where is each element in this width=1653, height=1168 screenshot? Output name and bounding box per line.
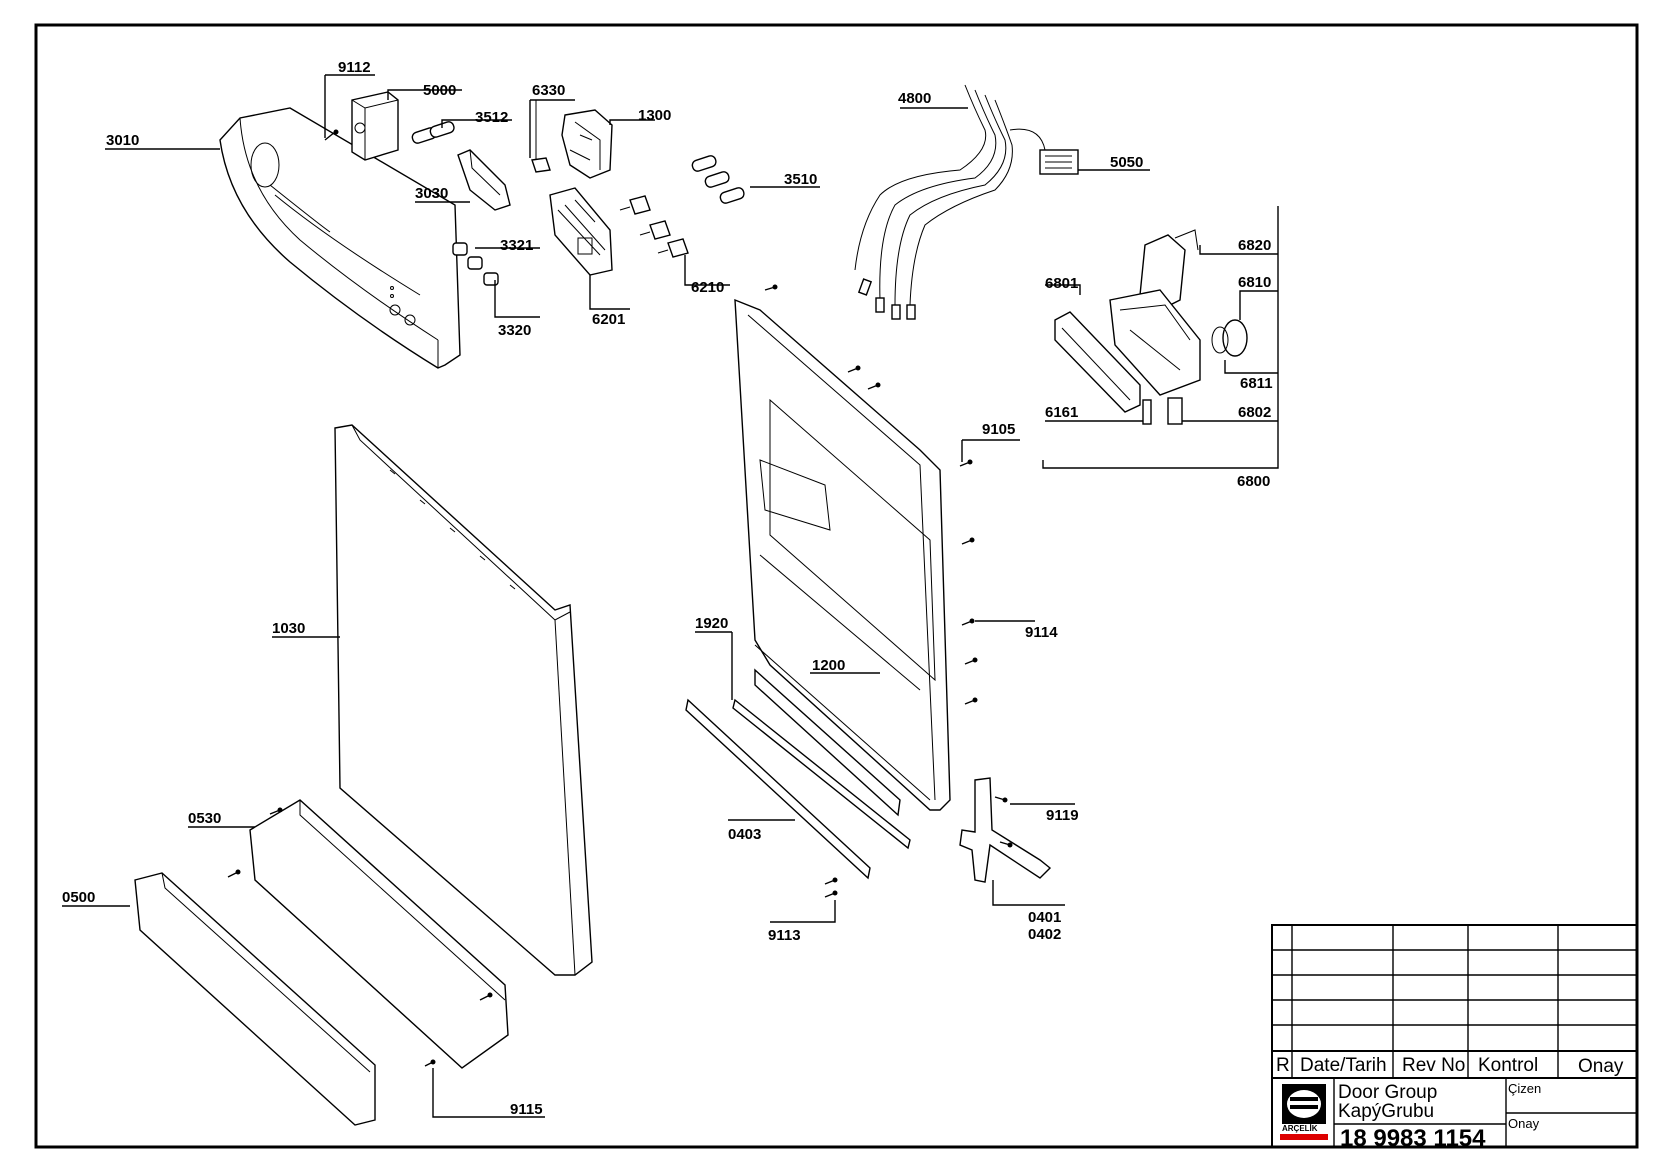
arcelik-logo: ARÇELİK [1280, 1084, 1328, 1140]
hinge-0401 [959, 777, 1052, 883]
screw-9112 [324, 129, 339, 141]
callout-9114: 9114 [1025, 624, 1058, 641]
tb-cizen: Çizen [1508, 1081, 1541, 1096]
tb-doc-no: 18 9983 1154 [1340, 1125, 1486, 1152]
knob-3321 [452, 242, 483, 270]
callout-1300: 1300 [638, 107, 671, 124]
dispenser-group-6800 [1054, 229, 1248, 425]
title-block: R Date/Tarih Rev No Kontrol Onay ARÇELİK… [1271, 924, 1638, 1152]
callout-9115: 9115 [510, 1101, 543, 1118]
callout-1030: 1030 [272, 620, 305, 637]
callout-0401: 0401 [1028, 909, 1061, 926]
rollers-3510 [691, 155, 745, 204]
callout-1200: 1200 [812, 657, 845, 674]
tb-kontrol: Kontrol [1478, 1055, 1538, 1076]
callout-0500: 0500 [62, 889, 95, 906]
callout-6201: 6201 [592, 311, 625, 328]
callout-5000: 5000 [423, 82, 456, 99]
connector-5050 [1039, 149, 1079, 175]
clip-6330 [531, 100, 551, 173]
callout-3030: 3030 [415, 185, 448, 202]
callout-0403: 0403 [728, 826, 761, 843]
rollers-3512 [411, 121, 455, 144]
tb-title-en: Door Group [1338, 1082, 1437, 1103]
callout-9119: 9119 [1046, 807, 1079, 824]
tb-date: Date/Tarih [1300, 1055, 1387, 1076]
callout-3321: 3321 [500, 237, 533, 254]
callout-9112: 9112 [338, 59, 371, 76]
switches-6210 [619, 195, 689, 258]
housing-1300 [561, 109, 613, 179]
plinth-0500 [134, 872, 376, 1126]
tb-onay: Onay [1578, 1056, 1624, 1077]
cable-harness-4800 [854, 84, 1046, 320]
callout-3512: 3512 [475, 109, 508, 126]
callout-9105: 9105 [982, 421, 1015, 438]
callout-3510: 3510 [784, 171, 817, 188]
callout-1920: 1920 [695, 615, 728, 632]
leader-lines [62, 74, 1279, 1118]
callout-6811: 6811 [1240, 375, 1273, 392]
callout-6820: 6820 [1238, 237, 1271, 254]
control-panel-3010 [219, 107, 461, 369]
callout-6161: 6161 [1045, 404, 1078, 421]
callout-0530: 0530 [188, 810, 221, 827]
callout-0402: 0402 [1028, 926, 1061, 943]
bracket-3030 [457, 149, 511, 211]
tb-onay2: Onay [1508, 1116, 1540, 1131]
callout-5050: 5050 [1110, 154, 1143, 171]
callout-6800: 6800 [1237, 473, 1270, 490]
callout-6801: 6801 [1045, 275, 1078, 292]
tb-title-tr: KapýGrubu [1338, 1101, 1434, 1122]
callout-3010: 3010 [106, 132, 139, 149]
callout-labels: 9112 5000 6330 3512 1300 3010 3030 3321 … [62, 59, 1273, 1118]
callout-3320: 3320 [498, 322, 531, 339]
module-5000 [351, 91, 399, 161]
callout-6802: 6802 [1238, 404, 1271, 421]
tb-r: R [1276, 1055, 1290, 1076]
strip-0403 [685, 698, 871, 880]
kick-plate-0530 [249, 799, 509, 1069]
callout-9113: 9113 [768, 927, 801, 944]
inner-door-1200 [734, 298, 951, 817]
knob-3320 [483, 272, 499, 286]
seal-strip-1920 [732, 698, 911, 850]
callout-6810: 6810 [1238, 274, 1271, 291]
callout-6330: 6330 [532, 82, 565, 99]
drawing-border [34, 23, 1639, 1149]
door-panel-1030 [334, 424, 593, 976]
callout-6210: 6210 [691, 279, 724, 296]
callout-4800: 4800 [898, 90, 931, 107]
tb-rev: Rev No [1402, 1055, 1465, 1076]
screw-icons [227, 284, 1013, 1067]
brand-text: ARÇELİK [1282, 1124, 1318, 1133]
module-6201 [549, 187, 613, 276]
